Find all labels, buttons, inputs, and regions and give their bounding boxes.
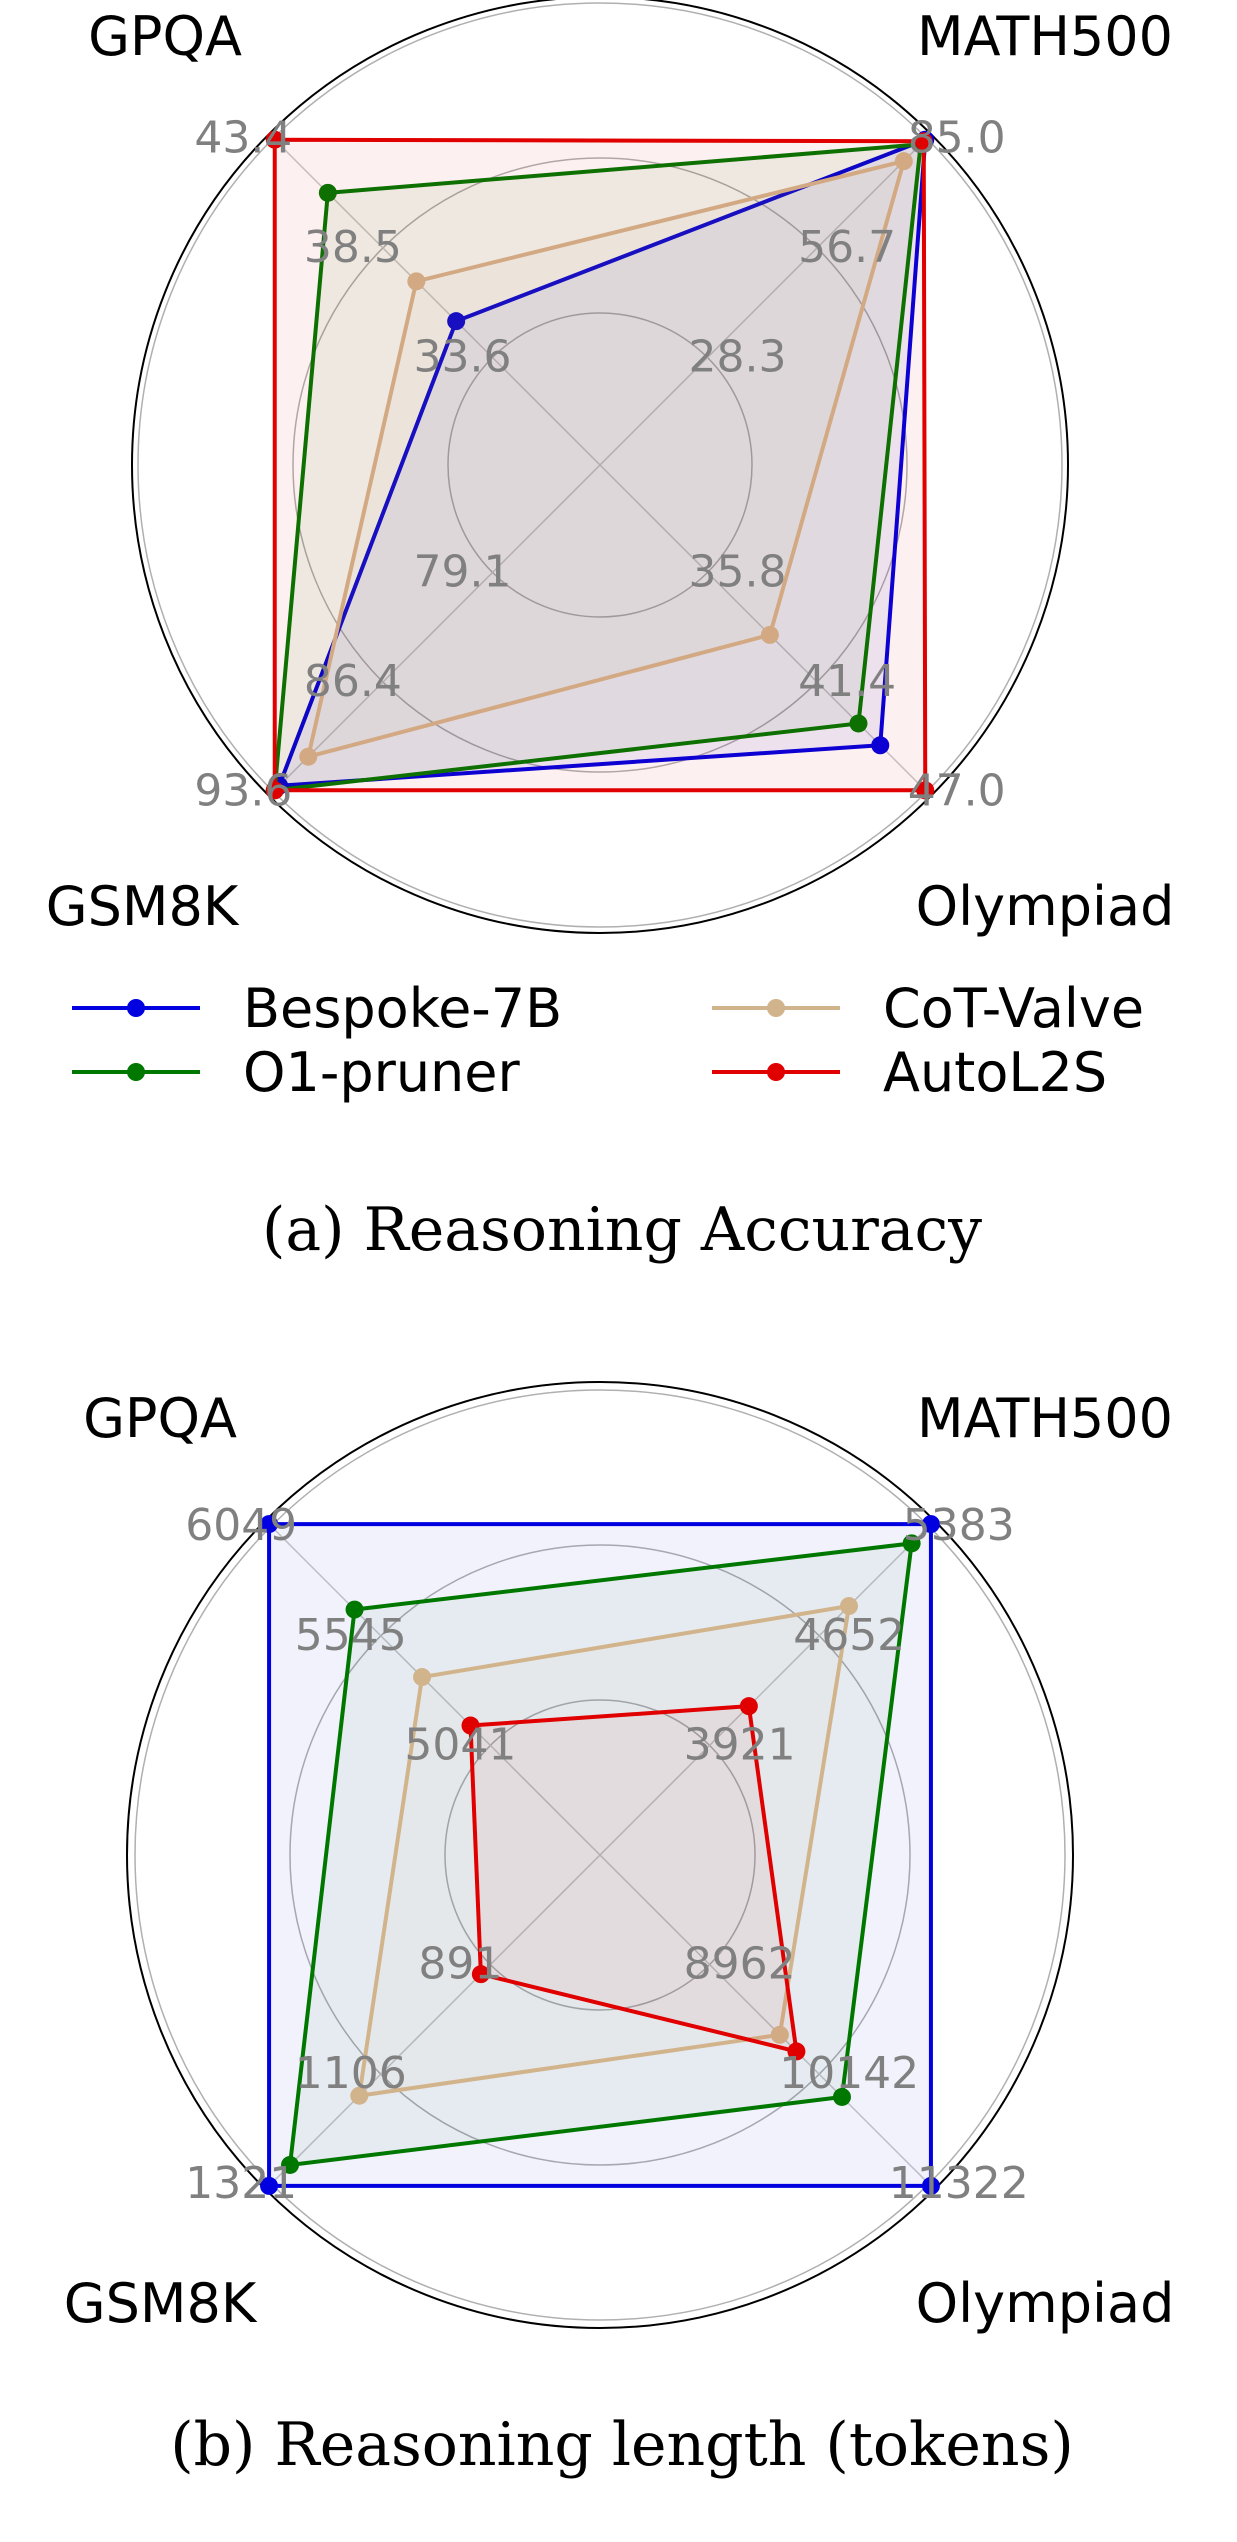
spoke-math500 <box>599 133 932 466</box>
tick-label-gsm8k-1: 79.1 <box>414 546 512 597</box>
data-point-bespoke-7b-math500 <box>921 1515 940 1534</box>
data-point-bespoke-7b-gpqa <box>260 1515 279 1534</box>
tick-label-gpqa-1: 33.6 <box>414 332 512 383</box>
spoke-gpqa <box>265 1520 601 1856</box>
data-point-cot-valve-math500 <box>894 152 913 171</box>
tick-label-gpqa-2: 5545 <box>295 1610 407 1661</box>
data-point-o1-pruner-gpqa <box>345 1600 364 1619</box>
data-point-autol2s-gsm8k <box>471 1965 490 1984</box>
axis-label-math500: MATH500 <box>917 1387 1173 1450</box>
data-point-cot-valve-olympiad <box>770 2025 789 2044</box>
data-point-o1-pruner-olympiad <box>849 714 868 733</box>
tick-label-gsm8k-2: 86.4 <box>304 656 402 707</box>
data-point-cot-valve-gpqa <box>413 1668 432 1687</box>
axis-label-gpqa: GPQA <box>83 1387 237 1450</box>
tick-label-gpqa-1: 5041 <box>404 1719 516 1770</box>
data-point-autol2s-math500 <box>914 132 933 151</box>
legend-item-autol2s: AutoL2S <box>712 1041 1107 1104</box>
series-o1-pruner <box>281 1534 921 2174</box>
tick-label-gsm8k-3: 1321 <box>185 2158 297 2209</box>
axis-label-olympiad: Olympiad <box>916 2272 1175 2335</box>
tick-label-gsm8k-2: 1106 <box>295 2048 407 2099</box>
grid-ring-3 <box>134 1389 1066 2321</box>
caption-a: (a) Reasoning Accuracy <box>262 1195 982 1265</box>
data-point-bespoke-7b-gpqa <box>447 312 466 331</box>
legend-label-cot-valve: CoT-Valve <box>883 977 1144 1040</box>
tick-label-math500-3: 5383 <box>903 1500 1015 1551</box>
legend-label-autol2s: AutoL2S <box>883 1041 1107 1104</box>
data-point-o1-pruner-olympiad <box>832 2087 851 2106</box>
tick-label-gpqa-3: 6049 <box>185 1500 297 1551</box>
data-point-autol2s-math500 <box>739 1697 758 1716</box>
grid-ring-1 <box>444 1699 756 2011</box>
tick-label-gsm8k-3: 93.6 <box>194 766 292 817</box>
grid-ring-3 <box>137 2 1063 928</box>
data-point-o1-pruner-gsm8k <box>281 2155 300 2174</box>
data-point-o1-pruner-math500 <box>902 1534 921 1553</box>
tick-label-gpqa-3: 43.4 <box>194 112 292 163</box>
data-point-cot-valve-gsm8k <box>299 747 318 766</box>
data-point-cot-valve-math500 <box>839 1597 858 1616</box>
data-point-cot-valve-olympiad <box>760 625 779 644</box>
data-point-bespoke-7b-olympiad <box>871 736 890 755</box>
series-autol2s <box>265 130 935 800</box>
data-point-bespoke-7b-olympiad <box>921 2176 940 2195</box>
data-point-cot-valve-gsm8k <box>350 2086 369 2105</box>
caption-b: (b) Reasoning length (tokens) <box>170 2410 1074 2480</box>
tick-label-math500-1: 28.3 <box>688 332 786 383</box>
tick-label-math500-1: 3921 <box>684 1719 796 1770</box>
legend: Bespoke-7B O1-pruner CoT-Valve AutoL2S <box>72 977 1144 1104</box>
legend-label-o1-pruner: O1-pruner <box>243 1041 520 1104</box>
data-point-bespoke-7b-gsm8k <box>260 2176 279 2195</box>
tick-label-olympiad-2: 41.4 <box>798 656 896 707</box>
legend-item-cot-valve: CoT-Valve <box>712 977 1144 1040</box>
tick-label-olympiad-3: 47.0 <box>908 766 1006 817</box>
series-autol2s <box>461 1697 806 2061</box>
data-point-autol2s-gpqa <box>265 130 284 149</box>
data-point-autol2s-olympiad <box>787 2042 806 2061</box>
tick-label-olympiad-3: 11322 <box>889 2158 1029 2209</box>
data-point-cot-valve-gpqa <box>407 272 426 291</box>
spoke-gsm8k <box>265 1854 601 2190</box>
tick-label-math500-2: 4652 <box>793 1610 905 1661</box>
axis-label-gsm8k: GSM8K <box>64 2272 258 2335</box>
data-point-autol2s-gsm8k <box>265 781 284 800</box>
legend-label-bespoke-7b: Bespoke-7B <box>243 977 562 1040</box>
data-point-autol2s-olympiad <box>916 781 935 800</box>
tick-label-math500-3: 85.0 <box>908 112 1006 163</box>
axis-label-gpqa: GPQA <box>88 5 242 68</box>
series-bespoke-7b <box>260 1515 940 2195</box>
tick-label-gsm8k-1: 891 <box>418 1939 502 1990</box>
tick-label-gpqa-2: 38.5 <box>304 222 402 273</box>
axis-label-olympiad: Olympiad <box>916 875 1175 938</box>
grid-ring-2 <box>292 157 908 773</box>
tick-label-olympiad-2: 10142 <box>779 2048 919 2099</box>
outer-frame <box>126 1381 1074 2329</box>
legend-item-o1-pruner: O1-pruner <box>72 1041 520 1104</box>
tick-label-olympiad-1: 8962 <box>684 1939 796 1990</box>
outer-frame <box>131 0 1069 934</box>
tick-label-math500-2: 56.7 <box>798 222 896 273</box>
accuracy-radar-chart: 28.3 56.7 85.0 33.6 38.5 43.4 79.1 86.4 93.6 35.8… <box>46 0 1175 1265</box>
spoke-gsm8k <box>268 464 601 797</box>
data-point-o1-pruner-gpqa <box>318 183 337 202</box>
length-radar-chart: 3921 4652 5383 5041 5545 6049 891 1106 1321 8962 1… <box>64 1381 1175 2480</box>
axis-label-gsm8k: GSM8K <box>46 875 240 938</box>
legend-item-bespoke-7b: Bespoke-7B <box>72 977 562 1040</box>
series-cot-valve <box>299 152 913 766</box>
grid-ring-1 <box>447 312 753 618</box>
data-point-autol2s-gpqa <box>461 1716 480 1735</box>
spoke-olympiad <box>599 1854 935 2190</box>
spoke-math500 <box>599 1520 935 1856</box>
tick-label-olympiad-1: 35.8 <box>688 546 786 597</box>
axis-label-math500: MATH500 <box>917 5 1173 68</box>
grid-ring-2 <box>289 1544 911 2166</box>
